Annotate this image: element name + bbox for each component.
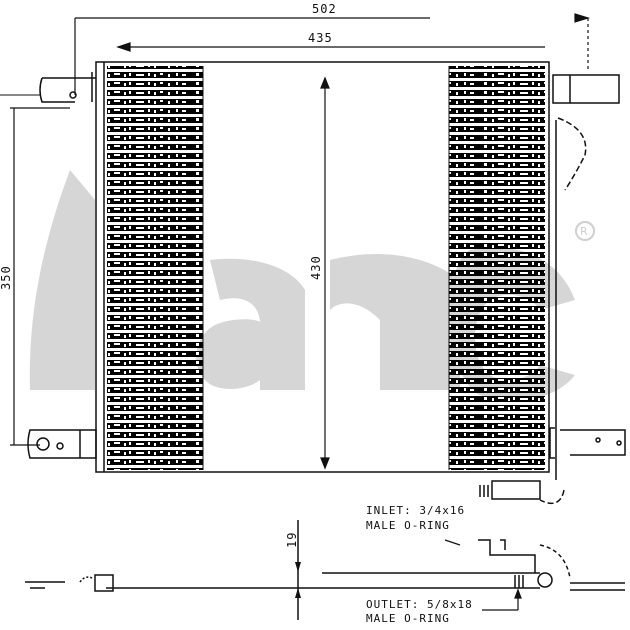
inlet-fitting	[479, 480, 541, 500]
side-view	[25, 520, 625, 620]
core-outline	[95, 61, 550, 473]
dimension-overall-width	[74, 13, 591, 95]
bracket-right-lower	[549, 427, 626, 459]
dimension-mount-height-label: 350	[0, 265, 13, 290]
dimension-core-width-label: 435	[308, 31, 333, 45]
dimension-mount-height	[10, 107, 70, 446]
inlet-leader	[444, 539, 461, 546]
dimension-core-width	[116, 42, 545, 52]
dimension-core-height	[320, 76, 330, 470]
svg-text:R: R	[580, 225, 588, 238]
inlet-note-line2: MALE O-RING	[366, 519, 450, 532]
dimension-overall-width-label: 502	[312, 2, 337, 16]
outlet-note-line1: OUTLET: 5/8x18	[366, 598, 473, 611]
fin-block-left	[107, 66, 203, 470]
pipe-right	[539, 117, 587, 505]
fin-block-right	[449, 66, 545, 470]
outlet-note-line2: MALE O-RING	[366, 612, 450, 625]
thickness-arrows	[295, 562, 301, 598]
inlet-note-line1: INLET: 3/4x16	[366, 504, 465, 517]
outlet-leader	[482, 588, 522, 611]
bracket-top-right	[552, 74, 620, 104]
bracket-top-left	[0, 72, 96, 103]
dimension-core-height-label: 430	[309, 255, 323, 280]
dimension-thickness-label: 19	[285, 532, 299, 548]
bracket-bottom-left	[27, 429, 97, 459]
